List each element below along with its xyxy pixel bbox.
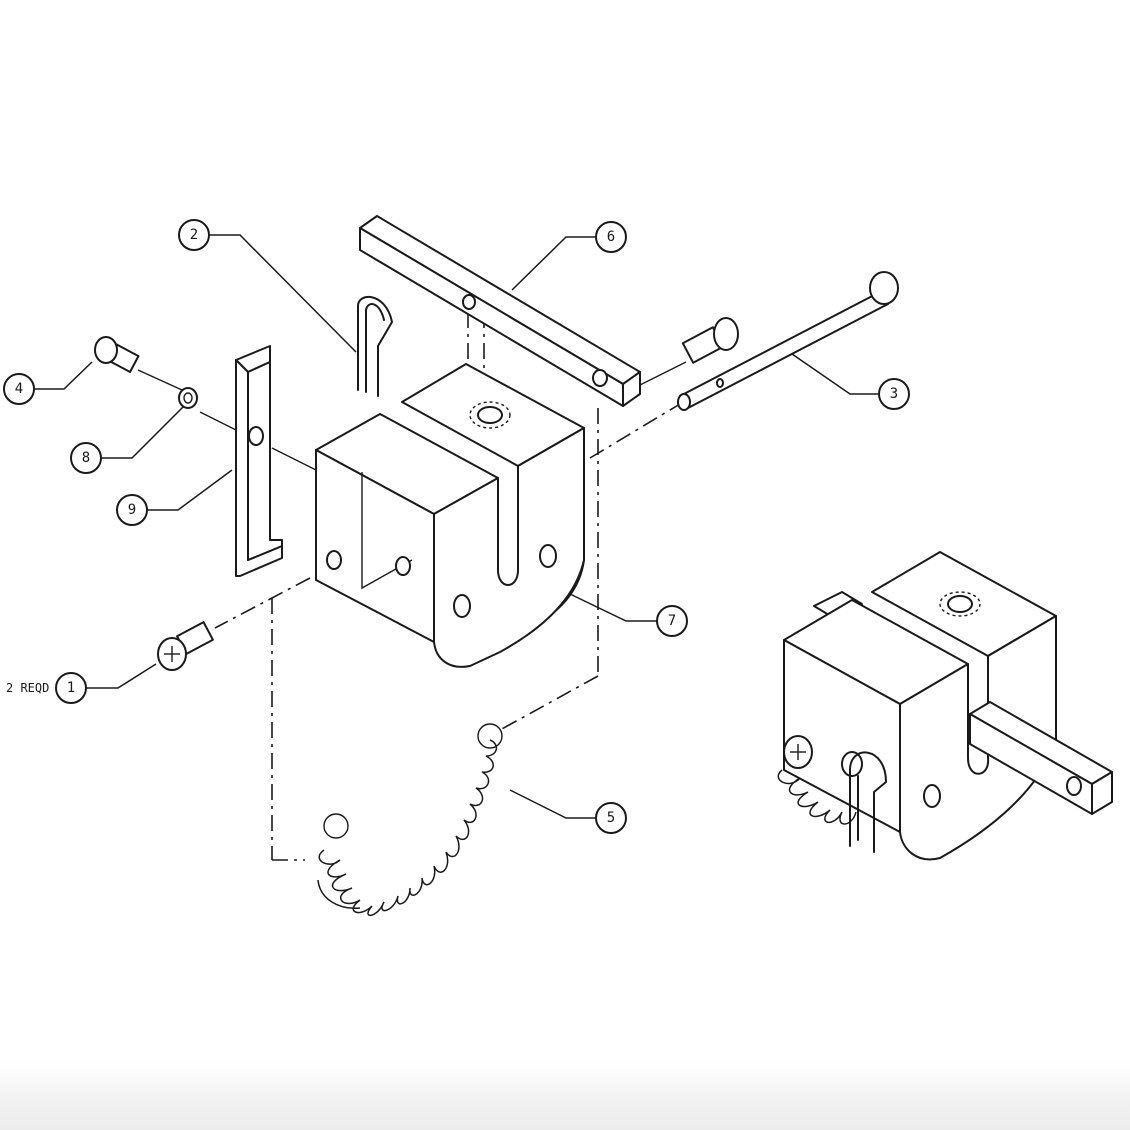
part-5-spring	[317, 723, 503, 916]
qty-note: 2 REQD	[6, 681, 49, 695]
callout-1: 1 2 REQD	[6, 663, 157, 704]
callout-5: 5	[509, 789, 627, 834]
callout-4: 4	[3, 361, 93, 405]
bottom-shadow	[0, 1060, 1130, 1130]
part-9-lever-plate	[235, 345, 283, 577]
svg-text:8: 8	[82, 450, 90, 466]
part-6-bar	[359, 215, 641, 407]
part-1-screw	[157, 621, 214, 671]
part-3-long-pin	[677, 271, 899, 411]
callout-2: 2	[178, 219, 357, 353]
callout-9: 9	[116, 469, 233, 526]
callout-7: 7	[569, 593, 688, 637]
part-7-main-block	[315, 363, 585, 668]
part-2-cotter-pin	[357, 296, 393, 397]
svg-text:7: 7	[668, 613, 676, 629]
callout-6: 6	[511, 221, 627, 291]
svg-text:3: 3	[890, 386, 898, 402]
callout-8: 8	[70, 405, 185, 474]
assembled-view	[777, 551, 1113, 861]
svg-text:9: 9	[128, 502, 136, 518]
svg-text:1: 1	[67, 680, 75, 696]
part-4-screw	[94, 336, 140, 373]
svg-text:5: 5	[607, 810, 615, 826]
svg-text:2: 2	[190, 227, 198, 243]
part-8-bushing	[178, 387, 198, 409]
screw-near-pin	[681, 317, 739, 364]
svg-text:4: 4	[15, 381, 23, 397]
callout-3: 3	[791, 353, 910, 410]
svg-text:6: 6	[607, 229, 615, 245]
